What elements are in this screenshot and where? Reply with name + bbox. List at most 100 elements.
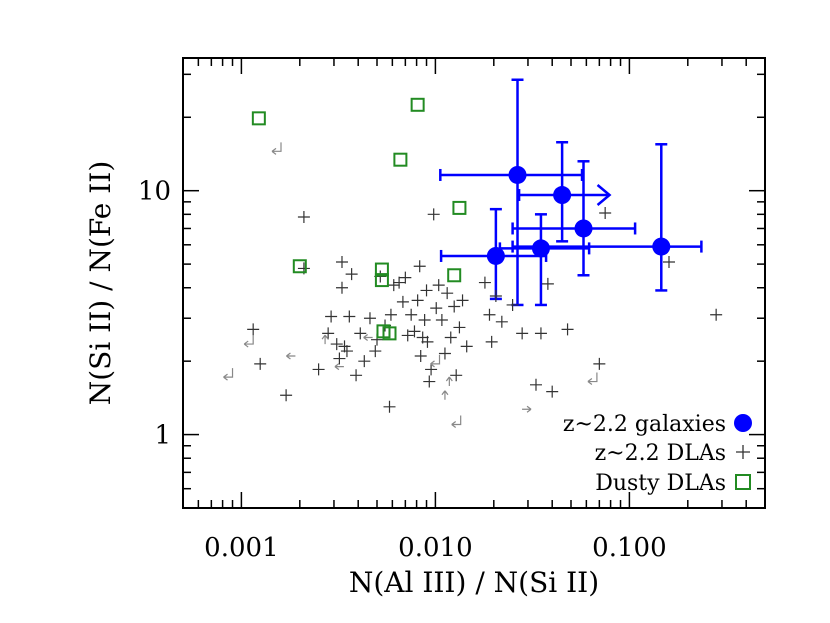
dla-point <box>460 340 473 353</box>
limit-arrow <box>271 142 282 155</box>
dusty-dla-point <box>251 111 266 126</box>
dla-point <box>662 256 675 269</box>
dla-point <box>423 375 436 388</box>
limit-arrow <box>321 334 329 345</box>
dla-point <box>483 308 496 321</box>
dla-point <box>534 327 547 340</box>
dla-point <box>396 295 409 308</box>
limit-arrow-line <box>223 368 234 381</box>
dla-point <box>453 321 466 334</box>
dla-point <box>387 279 400 292</box>
dla-point <box>312 363 325 376</box>
dla-point <box>354 327 367 340</box>
dla-point <box>435 313 448 326</box>
dla-point <box>432 279 445 292</box>
limit-arrow-line <box>587 372 598 386</box>
legend-square-marker <box>735 474 751 490</box>
x-tick-label: 0.001 <box>204 533 278 563</box>
limit-arrow-line <box>445 376 453 387</box>
limit-arrow <box>286 352 296 360</box>
dusty-dla-point <box>292 259 307 274</box>
dla-point <box>495 315 508 328</box>
x-tick-label: 0.100 <box>592 533 666 563</box>
y-axis-label: N(Si II) / N(Fe II) <box>84 161 117 406</box>
dla-point <box>297 211 310 224</box>
dla-point <box>408 325 421 338</box>
limit-arrow-line <box>451 415 462 428</box>
series-z-2-2-dlas <box>247 207 723 413</box>
legend-label: z~2.2 DLAs <box>595 441 726 466</box>
dla-point <box>444 331 457 344</box>
dla-point <box>438 347 451 360</box>
dla-point <box>430 302 443 315</box>
dla-point <box>405 308 418 321</box>
dla-point <box>710 308 723 321</box>
dla-point <box>345 268 358 281</box>
dla-point <box>343 310 356 323</box>
data-marks <box>223 78 723 428</box>
dla-point <box>516 327 529 340</box>
galaxy-point <box>508 165 527 184</box>
limit-arrow <box>445 376 453 387</box>
dla-point <box>418 313 431 326</box>
dla-point <box>335 281 348 294</box>
dla-point <box>280 389 293 402</box>
legend-label: Dusty DLAs <box>595 471 726 496</box>
limit-arrow-line <box>441 390 449 400</box>
series-dusty-dlas <box>251 97 467 341</box>
x-axis-label: N(Al III) / N(Si II) <box>349 566 599 599</box>
limit-arrow <box>451 415 462 428</box>
galaxy-error-bars <box>511 160 637 277</box>
dla-point <box>358 355 371 368</box>
dla-point <box>425 363 438 376</box>
dla-point <box>485 335 498 348</box>
dla-point <box>441 287 454 300</box>
plot-frame <box>182 57 766 509</box>
dla-point <box>254 357 267 370</box>
dla-point <box>369 345 382 358</box>
dusty-dla-point <box>374 273 389 288</box>
dla-point <box>421 335 434 348</box>
limit-arrow <box>363 334 373 342</box>
dla-point <box>335 256 348 269</box>
limit-arrow-line <box>363 334 373 342</box>
dla-point <box>420 284 433 297</box>
dla-point <box>456 294 469 307</box>
dla-point <box>383 400 396 413</box>
dla-point <box>325 310 338 323</box>
series-z-2-2-galaxies <box>439 78 703 307</box>
galaxy-point <box>531 239 550 258</box>
dla-point <box>427 208 440 221</box>
x-limit-arrowhead <box>596 184 612 206</box>
dla-point <box>506 298 519 311</box>
limit-arrow-line <box>321 334 329 345</box>
dla-point <box>322 327 335 340</box>
dla-point <box>593 357 606 370</box>
dla-point <box>401 329 414 342</box>
dusty-dla-point <box>382 326 397 341</box>
limit-arrow <box>587 372 598 386</box>
dla-point <box>247 323 260 336</box>
dla-point <box>340 345 353 358</box>
limit-arrow <box>334 363 344 371</box>
dla-point <box>413 260 426 273</box>
dla-point <box>599 207 612 220</box>
limit-arrow-line <box>271 142 282 155</box>
dla-point <box>363 312 376 325</box>
x-tick-label: 0.010 <box>398 533 472 563</box>
dla-point <box>478 276 491 289</box>
limit-arrow-line <box>522 405 532 413</box>
limit-arrow-line <box>334 363 344 371</box>
dla-point <box>489 290 502 303</box>
galaxy-point <box>553 186 572 205</box>
limit-arrow-line <box>243 335 254 348</box>
dla-point <box>561 323 574 336</box>
dla-point <box>330 338 343 351</box>
galaxy-point <box>574 219 593 238</box>
series-limits <box>223 142 598 428</box>
dla-point <box>338 340 351 353</box>
limit-arrow <box>522 405 532 413</box>
